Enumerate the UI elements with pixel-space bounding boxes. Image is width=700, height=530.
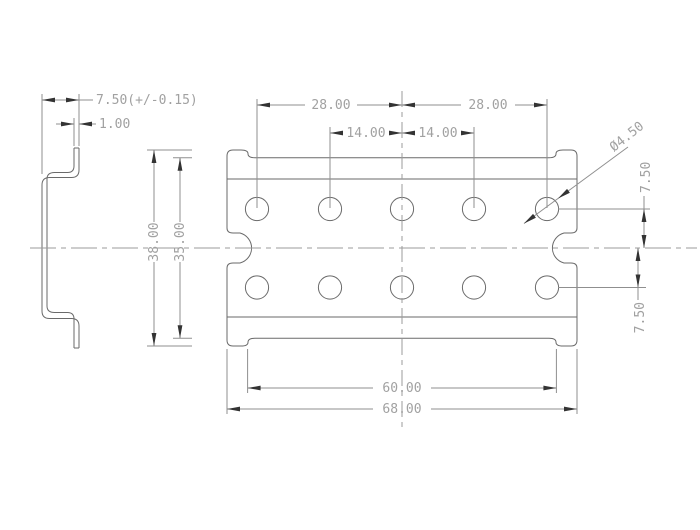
arrow [257, 102, 270, 108]
arrow [227, 406, 240, 412]
arrow [79, 121, 92, 127]
row-reference-lines [558, 208, 650, 288]
arrow [402, 130, 415, 136]
dim-side-thickness-text: 1.00 [99, 117, 130, 132]
dimension-texts: 7.50(+/-0.15) 1.00 28.00 28.00 14.00 14.… [96, 93, 654, 417]
arrow [151, 333, 157, 346]
dim-68-text: 68.00 [382, 402, 421, 417]
arrow [402, 102, 415, 108]
arrow [641, 209, 647, 222]
arrow [534, 102, 547, 108]
dimension-lines [41, 94, 650, 414]
dim-hole-diameter-text: Ø4.50 [607, 119, 647, 155]
arrow [330, 130, 343, 136]
dim-60-text: 60.00 [382, 381, 421, 396]
ext-lines-top [256, 99, 548, 208]
profile-end-caps [74, 147, 79, 349]
arrow [641, 235, 647, 248]
dim-750-upper-text: 7.50 [639, 162, 654, 193]
arrow [66, 97, 79, 103]
ext-lines-bottom [226, 349, 578, 414]
profile-inner-face [46, 148, 75, 348]
arrow [558, 188, 570, 199]
dim-14-left-text: 14.00 [346, 126, 385, 141]
arrow [247, 385, 261, 391]
rail-outline [226, 149, 578, 347]
arrow [151, 150, 157, 163]
dim-28-right-text: 28.00 [468, 98, 507, 113]
dim-14-right-text: 14.00 [418, 126, 457, 141]
arrow [389, 102, 402, 108]
dim-750-lower-text: 7.50 [633, 302, 648, 333]
arrow [42, 97, 55, 103]
hole [317, 275, 343, 300]
arrow [635, 274, 641, 288]
dim-side-width-text: 7.50(+/-0.15) [96, 93, 198, 108]
hole [244, 275, 270, 300]
centerlines [30, 91, 697, 428]
dim-38-text: 38.00 [147, 222, 162, 261]
dim-28-left-text: 28.00 [311, 98, 350, 113]
arrow [389, 130, 402, 136]
dim-side-width-lines [41, 94, 93, 174]
hole [461, 275, 487, 300]
arrow [177, 325, 183, 339]
hole [534, 275, 560, 300]
arrow [524, 213, 536, 224]
arrow [461, 130, 474, 136]
arrow [635, 248, 641, 261]
ext-lines-left [147, 149, 192, 347]
arrowheads [42, 97, 647, 412]
arrow [543, 385, 557, 391]
arrow [177, 157, 183, 171]
arrow [564, 406, 577, 412]
hole-diameter-leader [523, 146, 629, 224]
arrow [61, 121, 74, 127]
dim-35-text: 35.00 [173, 222, 188, 261]
